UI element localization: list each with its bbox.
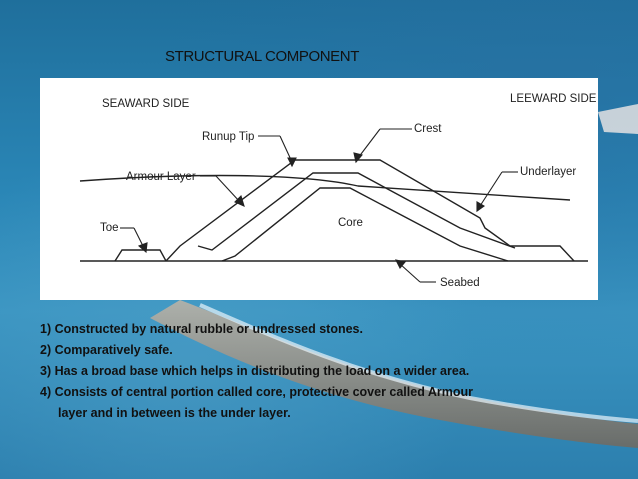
bullet-list: 1) Constructed by natural rubble or undr… bbox=[40, 319, 560, 439]
toe-label: Toe bbox=[100, 222, 119, 234]
seabed-label: Seabed bbox=[440, 277, 480, 289]
slide-title: STRUCTURAL COMPONENT bbox=[165, 48, 359, 65]
runup-tip-label: Runup Tip bbox=[202, 131, 254, 143]
armour-layer-arrowhead bbox=[234, 194, 245, 207]
underlayer-outline bbox=[197, 172, 516, 251]
armour-layer-label: Armour Layer bbox=[126, 171, 196, 183]
seabed-arrowhead bbox=[394, 259, 407, 269]
core-outline bbox=[221, 187, 509, 262]
crest-label: Crest bbox=[414, 123, 442, 135]
bullet-point-4: 4) Consists of central portion called co… bbox=[40, 385, 473, 399]
seaward-side-label: SEAWARD SIDE bbox=[102, 98, 190, 110]
toe-shape bbox=[114, 249, 167, 262]
bullet-point-2: 2) Comparatively safe. bbox=[40, 343, 173, 357]
bullet-point-4-continuation: layer and in between is the under layer. bbox=[58, 406, 291, 420]
armour-layer-outline bbox=[165, 159, 575, 262]
core-label: Core bbox=[338, 217, 363, 229]
underlayer-label: Underlayer bbox=[520, 166, 576, 178]
crest-arrowhead bbox=[353, 152, 363, 164]
leeward-side-label: LEEWARD SIDE bbox=[510, 93, 597, 105]
water-level-line bbox=[79, 174, 571, 201]
bullet-point-1: 1) Constructed by natural rubble or undr… bbox=[40, 322, 363, 336]
bullet-point-3: 3) Has a broad base which helps in distr… bbox=[40, 364, 470, 378]
runup-tip-arrowhead bbox=[287, 157, 297, 168]
toe-arrowhead bbox=[137, 242, 148, 254]
breakwater-diagram: SEAWARD SIDE LEEWARD SIDE Runup Tip Cres… bbox=[40, 78, 598, 300]
underlayer-arrowhead bbox=[476, 201, 486, 213]
